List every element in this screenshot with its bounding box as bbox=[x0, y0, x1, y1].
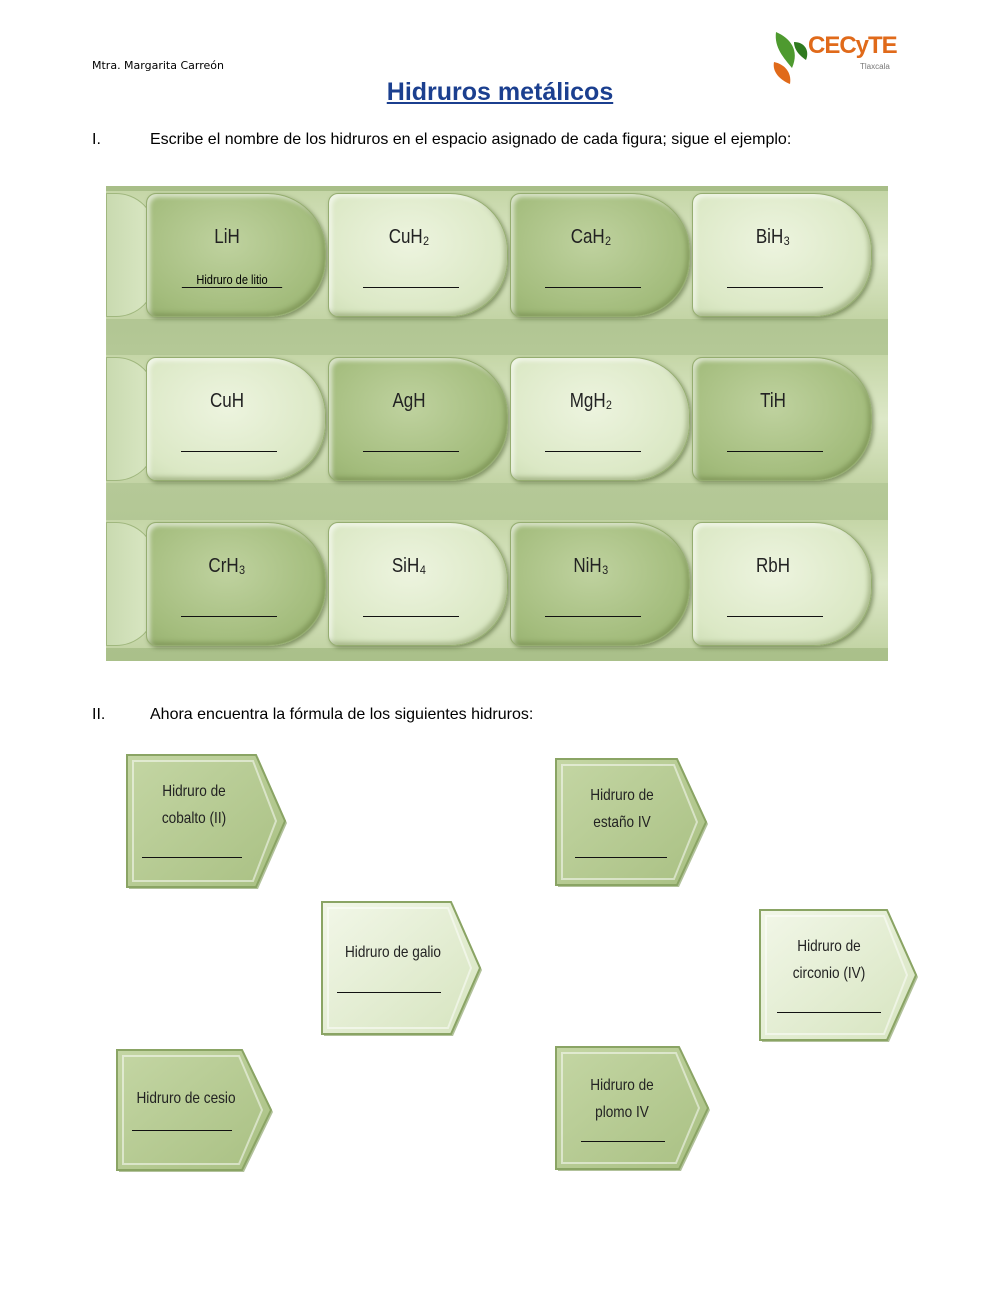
hydride-arrow-card: Hidruro de cesio bbox=[114, 1047, 274, 1173]
formula-tab: CuH₂ bbox=[328, 193, 508, 317]
example-answer[interactable]: Hidruro de litio bbox=[181, 272, 283, 288]
cecyte-logo: CECyTE Tlaxcala bbox=[770, 28, 900, 88]
answer-blank[interactable] bbox=[727, 450, 823, 452]
answer-blank[interactable] bbox=[545, 286, 641, 288]
hydride-name-label: Hidruro de galio bbox=[344, 944, 441, 961]
arrow-shape bbox=[555, 758, 708, 887]
formula-answer-blank[interactable] bbox=[337, 991, 441, 993]
hydride-arrow-card: Hidruro de estaño IV bbox=[553, 756, 709, 888]
section2-text: Ahora encuentra la fórmula de los siguie… bbox=[150, 706, 534, 723]
hydride-name-label: Hidruro de cobalto (II) bbox=[161, 783, 227, 827]
formula-text: TiH bbox=[760, 390, 786, 412]
formula-text: SiH₄ bbox=[391, 555, 427, 577]
formula-text: BiH₃ bbox=[755, 226, 791, 248]
answer-blank[interactable] bbox=[363, 286, 459, 288]
formula-text: CrH₃ bbox=[208, 555, 246, 577]
answer-blank[interactable] bbox=[181, 450, 277, 452]
arrow-shape bbox=[555, 1046, 710, 1171]
arrow-shape bbox=[116, 1049, 273, 1172]
formula-answer-blank[interactable] bbox=[581, 1140, 665, 1142]
formula-answer-blank[interactable] bbox=[575, 856, 667, 858]
author-name: Mtra. Margarita Carreón bbox=[92, 59, 224, 72]
formula-tab: CaH₂ bbox=[510, 193, 690, 317]
formula-text: CaH₂ bbox=[570, 226, 612, 248]
hydride-arrow-card: Hidruro de galio bbox=[319, 899, 483, 1037]
answer-blank[interactable] bbox=[545, 615, 641, 617]
formula-row: CuH AgH MgH₂ TiH bbox=[106, 355, 888, 483]
answer-blank[interactable] bbox=[727, 615, 823, 617]
arrow-shape bbox=[126, 754, 287, 889]
section2-instruction: II. Ahora encuentra la fórmula de los sig… bbox=[92, 706, 533, 724]
hydride-name-label: Hidruro de estaño IV bbox=[590, 787, 654, 831]
section1-instruction: I. Escribe el nombre de los hidruros en e… bbox=[92, 131, 791, 149]
formula-tab: AgH bbox=[328, 357, 508, 481]
formula-answer-blank[interactable] bbox=[132, 1129, 232, 1131]
formula-tab: TiH bbox=[692, 357, 872, 481]
formula-tab: CuH bbox=[146, 357, 326, 481]
hydride-arrow-card: Hidruro de circonio (IV) bbox=[757, 907, 919, 1043]
formula-tab: SiH₄ bbox=[328, 522, 508, 646]
section1-number: I. bbox=[92, 131, 101, 148]
formula-tab: RbH bbox=[692, 522, 872, 646]
hydride-arrow-card: Hidruro de plomo IV bbox=[553, 1044, 711, 1172]
hydride-name-label: Hidruro de plomo IV bbox=[590, 1077, 654, 1121]
answer-blank[interactable] bbox=[545, 450, 641, 452]
section1-text: Escribe el nombre de los hidruros en el … bbox=[150, 131, 792, 148]
formula-tab: BiH₃ bbox=[692, 193, 872, 317]
formula-row: CrH₃ SiH₄ NiH₃ RbH bbox=[106, 520, 888, 648]
formula-row: LiH Hidruro de litio CuH₂ CaH₂ BiH₃ bbox=[106, 191, 888, 319]
formula-text: MgH₂ bbox=[569, 390, 613, 412]
answer-blank[interactable] bbox=[363, 615, 459, 617]
formula-answer-blank[interactable] bbox=[142, 856, 242, 858]
formula-text: NiH₃ bbox=[573, 555, 609, 577]
logo-subtext: Tlaxcala bbox=[860, 62, 890, 71]
answer-blank[interactable] bbox=[363, 450, 459, 452]
leaf-icon bbox=[773, 32, 808, 84]
formula-text: AgH bbox=[392, 390, 426, 412]
hydride-arrow-card: Hidruro de cobalto (II) bbox=[124, 752, 288, 890]
arrow-shape bbox=[321, 901, 482, 1036]
arrow-shape bbox=[759, 909, 918, 1042]
formula-tab: CrH₃ bbox=[146, 522, 326, 646]
formula-text: CuH bbox=[209, 390, 244, 412]
answer-blank[interactable] bbox=[727, 286, 823, 288]
answer-blank[interactable] bbox=[181, 615, 277, 617]
formula-tab: NiH₃ bbox=[510, 522, 690, 646]
formula-text: LiH bbox=[214, 226, 240, 248]
page-title: Hidruros metálicos bbox=[386, 78, 614, 106]
logo-word: CECyTE bbox=[808, 32, 898, 59]
hydride-name-label: Hidruro de circonio (IV) bbox=[792, 938, 866, 982]
formula-answer-blank[interactable] bbox=[777, 1011, 881, 1013]
formula-tab: LiH Hidruro de litio bbox=[146, 193, 326, 317]
formula-text: RbH bbox=[755, 555, 790, 577]
section2-number: II. bbox=[92, 706, 106, 723]
hydride-name-label: Hidruro de cesio bbox=[136, 1090, 236, 1107]
hydride-formula-board: LiH Hidruro de litio CuH₂ CaH₂ BiH₃ CuH AgH MgH… bbox=[106, 186, 888, 661]
formula-tab: MgH₂ bbox=[510, 357, 690, 481]
formula-text: CuH₂ bbox=[388, 226, 430, 248]
